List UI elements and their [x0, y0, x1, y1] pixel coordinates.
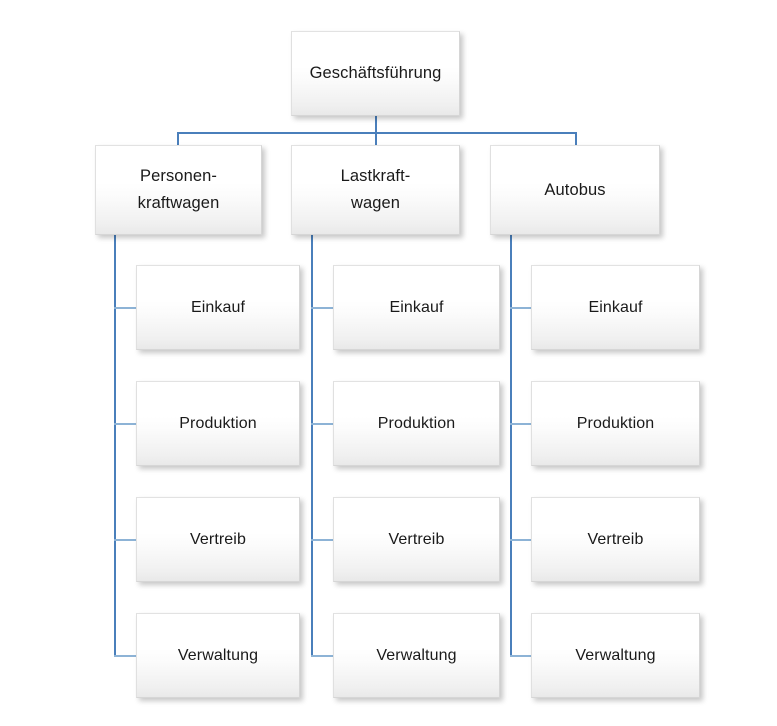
node-lkw-einkauf[interactable]: Einkauf [333, 265, 500, 350]
node-label: Einkauf [190, 298, 246, 316]
node-pkw-vertreib[interactable]: Vertreib [136, 497, 300, 582]
node-label: Vertreib [587, 530, 644, 548]
connector-stub-lkw-produktion [311, 423, 334, 425]
connector-stub-autobus-vertreib [510, 539, 532, 541]
node-geschaeftsfuehrung[interactable]: Geschäftsführung [291, 31, 460, 116]
node-pkw-einkauf[interactable]: Einkauf [136, 265, 300, 350]
connector-stub-pkw-produktion [114, 423, 137, 425]
node-label: Vertreib [388, 530, 445, 548]
connector-spine-lkw [311, 235, 313, 656]
node-autobus-einkauf[interactable]: Einkauf [531, 265, 700, 350]
connector-spine-autobus [510, 235, 512, 656]
connector-spine-pkw [114, 235, 116, 656]
connector-stub-autobus-produktion [510, 423, 532, 425]
connector-stub-pkw-verwaltung [114, 655, 137, 657]
node-label: Lastkraft- wagen [340, 167, 411, 212]
node-label: Produktion [179, 414, 257, 432]
node-lkw-produktion[interactable]: Produktion [333, 381, 500, 466]
connector-stub-autobus-einkauf [510, 307, 532, 309]
node-label: Produktion [377, 414, 456, 432]
connector-drop-lkw [375, 132, 377, 146]
connector-stub-lkw-vertreib [311, 539, 334, 541]
node-label: Vertreib [190, 530, 246, 548]
connector-stub-lkw-einkauf [311, 307, 334, 309]
node-label: Einkauf [389, 298, 444, 316]
node-autobus-verwaltung[interactable]: Verwaltung [531, 613, 700, 698]
node-label: Geschäftsführung [309, 64, 442, 83]
node-lastkraftwagen[interactable]: Lastkraft- wagen [291, 145, 460, 235]
node-lkw-vertreib[interactable]: Vertreib [333, 497, 500, 582]
node-lkw-verwaltung[interactable]: Verwaltung [333, 613, 500, 698]
connector-root-stem [375, 116, 377, 134]
connector-stub-pkw-vertreib [114, 539, 137, 541]
node-label: Verwaltung [376, 646, 457, 664]
node-label: Produktion [576, 414, 655, 432]
node-pkw-produktion[interactable]: Produktion [136, 381, 300, 466]
node-label: Personen- kraftwagen [137, 167, 220, 212]
node-label: Verwaltung [575, 646, 656, 664]
node-pkw-verwaltung[interactable]: Verwaltung [136, 613, 300, 698]
connector-stub-autobus-verwaltung [510, 655, 532, 657]
connector-stub-pkw-einkauf [114, 307, 137, 309]
node-autobus-produktion[interactable]: Produktion [531, 381, 700, 466]
node-autobus[interactable]: Autobus [490, 145, 660, 235]
connector-drop-autobus [575, 132, 577, 146]
connector-stub-lkw-verwaltung [311, 655, 334, 657]
node-label: Einkauf [588, 298, 643, 316]
node-personenkraftwagen[interactable]: Personen- kraftwagen [95, 145, 262, 235]
node-label: Verwaltung [177, 646, 259, 664]
node-label: Autobus [544, 180, 606, 199]
node-autobus-vertreib[interactable]: Vertreib [531, 497, 700, 582]
connector-drop-pkw [177, 132, 179, 146]
